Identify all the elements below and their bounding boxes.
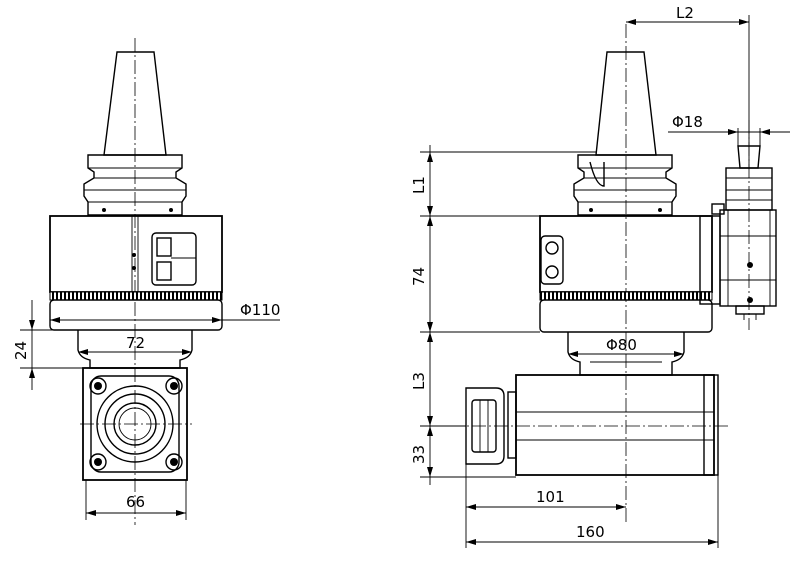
svg-text:101: 101 — [536, 488, 565, 506]
svg-text:L2: L2 — [676, 4, 694, 22]
svg-text:66: 66 — [126, 493, 145, 511]
right-side-attachment — [719, 120, 777, 330]
dim-right-diameter-18: Φ18 — [668, 113, 790, 146]
left-view: Φ110 72 24 66 — [12, 38, 280, 525]
svg-text:L3: L3 — [410, 372, 428, 390]
dim-left-width-72: 72 — [78, 334, 192, 355]
svg-text:72: 72 — [126, 334, 145, 352]
svg-text:L1: L1 — [410, 176, 428, 194]
svg-text:74: 74 — [410, 267, 428, 286]
right-taper-shank — [573, 51, 677, 216]
dim-right-diameter-80: Φ80 — [568, 336, 684, 357]
right-main-body — [539, 203, 725, 333]
dim-left-width-66: 66 — [85, 480, 187, 520]
svg-text:24: 24 — [12, 341, 30, 360]
left-main-body — [49, 215, 223, 331]
dim-right-vertical-stack: L1 74 L3 33 — [410, 145, 596, 485]
left-taper-shank — [83, 51, 187, 216]
svg-text:Φ18: Φ18 — [672, 113, 703, 131]
dim-left-diameter-110: Φ110 — [50, 301, 280, 323]
dim-left-height-24: 24 — [12, 300, 83, 390]
dim-right-length-160: 160 — [466, 523, 718, 545]
right-view: L2 Φ18 L1 — [410, 4, 790, 548]
dim-right-length-101: 101 — [465, 464, 719, 548]
svg-text:33: 33 — [410, 445, 428, 464]
svg-text:160: 160 — [576, 523, 605, 541]
left-square-head — [80, 367, 192, 481]
right-horizontal-spindle — [450, 374, 730, 476]
dim-right-l2: L2 — [626, 4, 750, 145]
svg-text:Φ110: Φ110 — [240, 301, 280, 319]
svg-text:Φ80: Φ80 — [606, 336, 637, 354]
